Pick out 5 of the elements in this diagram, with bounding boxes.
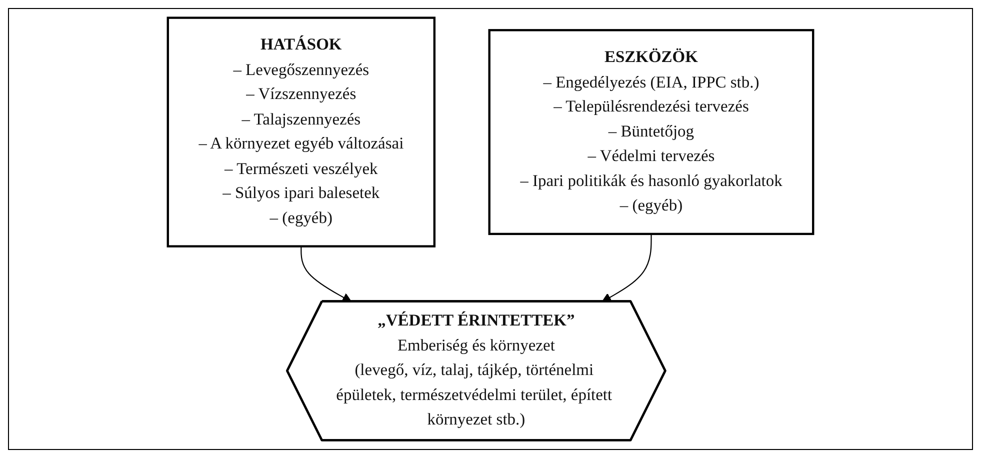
arrow (300, 246, 352, 302)
diagram-frame: HATÁSOK – Levegőszennyezés – Vízszennyezés – Talajszennyezés – A környezet egyéb változásai – Természeti veszélyek – Súlyos ipari balesetek – (egyéb) „VÉDETT ÉRINTETTEK” Emberiség és környezet (levegő, víz, talaj, tájkép, történelmi épületek, természetvédelmi terület, épített környezet stb.) ESZKÖZÖK – Engedélyezés (EIA, IPPC stb.) – Településrendezési tervezés – Büntetőjog – Védelmi tervezés – Ipari politikák és hasonló gyakorlatok – (egyéb) (8, 8, 973, 450)
node-box (166, 16, 436, 248)
node-box (488, 29, 814, 236)
arrow (602, 234, 652, 302)
